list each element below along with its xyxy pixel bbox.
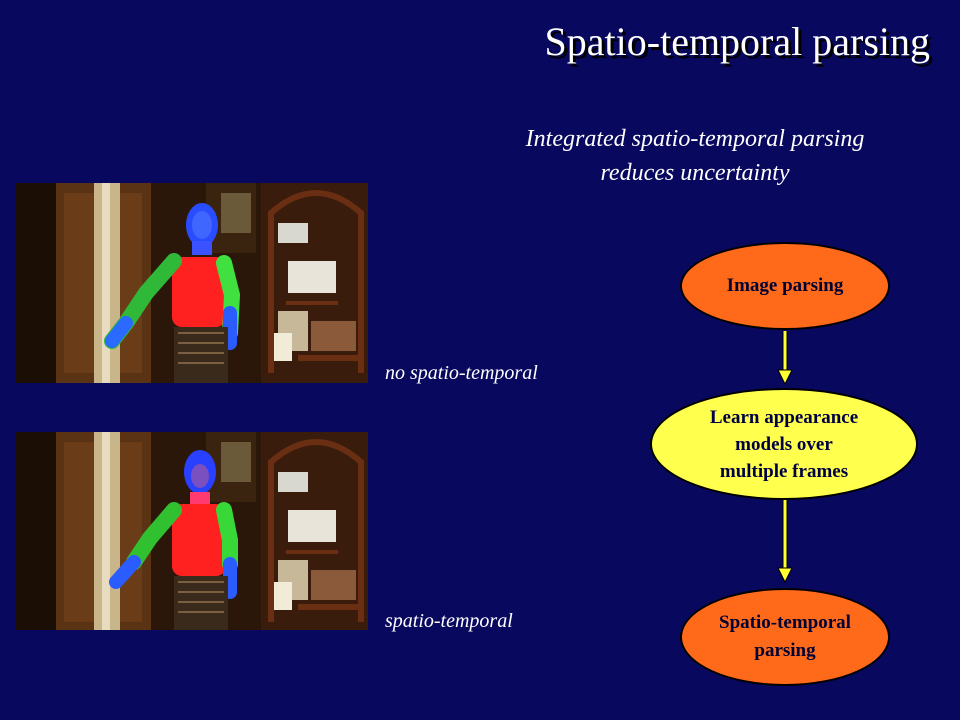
subtitle-line-2: reduces uncertainty (600, 160, 790, 186)
node-label-line-1: Spatio-temporal (719, 612, 851, 633)
slide-title: Spatio-temporal parsing (544, 19, 930, 64)
frame-illustration (16, 432, 368, 630)
node-label-line-2: parsing (754, 640, 816, 661)
node-label-line-2: models over (735, 433, 833, 455)
subtitle-line-1: Integrated spatio-temporal parsing (525, 126, 865, 152)
slide-subtitle: Integrated spatio-temporal parsing reduc… (430, 122, 960, 190)
video-frame-no-spatio-temporal (16, 183, 368, 383)
video-frame-spatio-temporal (16, 432, 368, 630)
node-learn-appearance-models: Learn appearance models over multiple fr… (650, 388, 918, 500)
arrow-parsing-to-learn (777, 331, 793, 386)
node-label-line-1: Learn appearance (709, 406, 859, 428)
node-spatio-temporal-parsing: Spatio-temporal parsing (680, 588, 890, 686)
caption-no-spatio-temporal: no spatio-temporal (385, 362, 538, 384)
node-image-parsing: Image parsing (680, 242, 890, 330)
arrow-learn-to-spatio-temporal (777, 500, 793, 584)
frame-illustration (16, 183, 368, 383)
caption-spatio-temporal: spatio-temporal (385, 610, 513, 632)
node-label: Image parsing (726, 275, 844, 296)
node-label-line-3: multiple frames (719, 460, 849, 482)
